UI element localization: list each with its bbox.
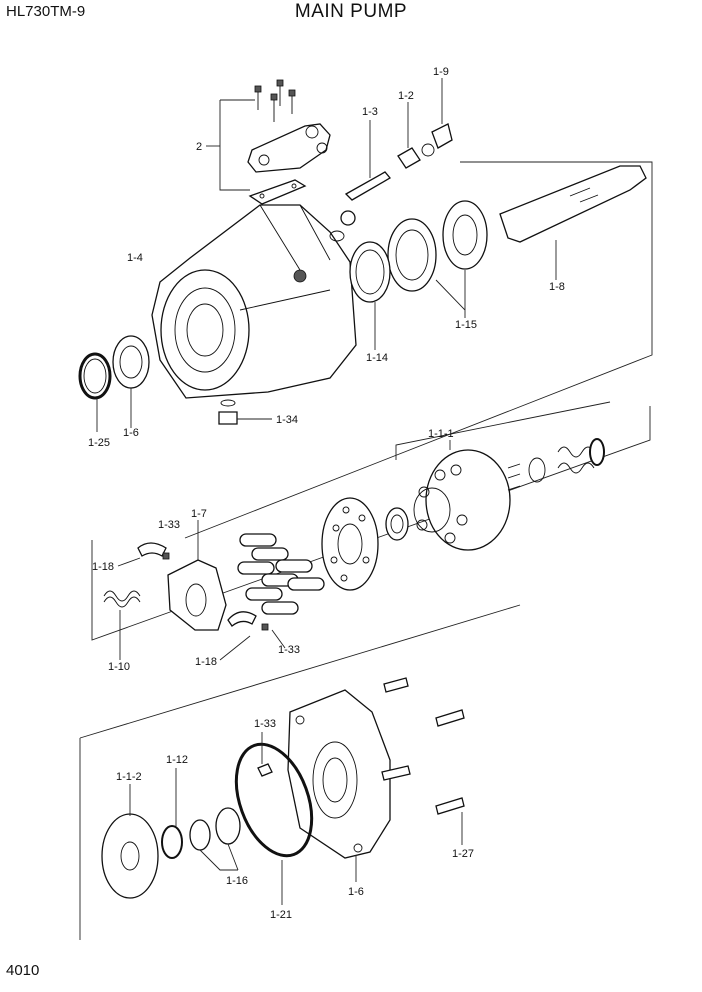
- label-1-25: 1-25: [88, 437, 110, 449]
- spring-set-middle: [507, 438, 605, 491]
- label-1-6-bottom: 1-6: [348, 886, 364, 898]
- label-1-14: 1-14: [366, 352, 388, 364]
- label-1-27: 1-27: [452, 848, 474, 860]
- label-1-33-b: 1-33: [278, 644, 300, 656]
- label-1-18-a: 1-18: [92, 561, 114, 573]
- bolt-set-top: [254, 79, 296, 122]
- label-1-33-c: 1-33: [254, 718, 276, 730]
- page-title: MAIN PUMP: [294, 1, 408, 22]
- label-1-18-b: 1-18: [195, 656, 217, 668]
- drive-shaft-1-8: [499, 165, 647, 280]
- shoe-1-18-bottom: [219, 611, 286, 661]
- label-1-33-a: 1-33: [158, 519, 180, 531]
- page-number: 4010: [6, 962, 40, 979]
- control-valve-assembly: [206, 79, 331, 225]
- shim-1-14: [349, 241, 391, 350]
- swash-plate-1-7: [167, 520, 227, 631]
- label-1-8: 1-8: [549, 281, 565, 293]
- label-1-1-1: 1-1-1: [428, 428, 454, 440]
- label-1-16: 1-16: [226, 875, 248, 887]
- label-1-7: 1-7: [191, 508, 207, 520]
- pin-1-3: [344, 120, 391, 201]
- bolts-1-27: [381, 677, 465, 845]
- shoe-1-18-top: [117, 542, 170, 567]
- snap-ring-1-25: [78, 352, 112, 432]
- valve-plate: [321, 497, 379, 591]
- cylinder-block-1-1-1: [395, 401, 611, 551]
- gear-wheel: [442, 200, 488, 270]
- valve-body: [247, 123, 331, 173]
- o-ring-1-21: [234, 742, 314, 905]
- piston-set: [237, 533, 325, 615]
- label-1-12: 1-12: [166, 754, 188, 766]
- bearing-1-16: [189, 807, 241, 871]
- label-1-6-top: 1-6: [123, 427, 139, 439]
- label-1-3: 1-3: [362, 106, 378, 118]
- valve-plate-1-1-2: [101, 784, 159, 899]
- small-plug-near-housing: [329, 210, 356, 242]
- part-labels: 2 1-9 1-2 1-3 1-4 1-8 1-15 1-14 1-25 1-6…: [88, 66, 565, 921]
- pin-1-33-bottom: [257, 732, 273, 777]
- spring-1-10: [103, 590, 141, 660]
- label-1-34: 1-34: [276, 414, 298, 426]
- plug-1-9: [431, 78, 453, 149]
- label-1-9: 1-9: [433, 66, 449, 78]
- end-cover-1-6: [287, 689, 391, 882]
- ball-guide: [385, 507, 409, 541]
- pump-housing: [151, 204, 357, 399]
- label-1-10: 1-10: [108, 661, 130, 673]
- label-1-1-2: 1-1-2: [116, 771, 142, 783]
- snap-ring-1-12: [161, 768, 183, 859]
- sleeve-1-2: [397, 102, 435, 169]
- model-number: HL730TM-9: [6, 3, 86, 20]
- label-1-2: 1-2: [398, 90, 414, 102]
- label-1-15: 1-15: [455, 319, 477, 331]
- plug-1-34: [218, 399, 272, 425]
- label-1-4: 1-4: [127, 252, 143, 264]
- gasket: [248, 179, 307, 205]
- bearing-1-15: [387, 218, 466, 318]
- bearing-1-6-top: [112, 335, 150, 428]
- label-1-21: 1-21: [270, 909, 292, 921]
- label-2: 2: [196, 141, 202, 153]
